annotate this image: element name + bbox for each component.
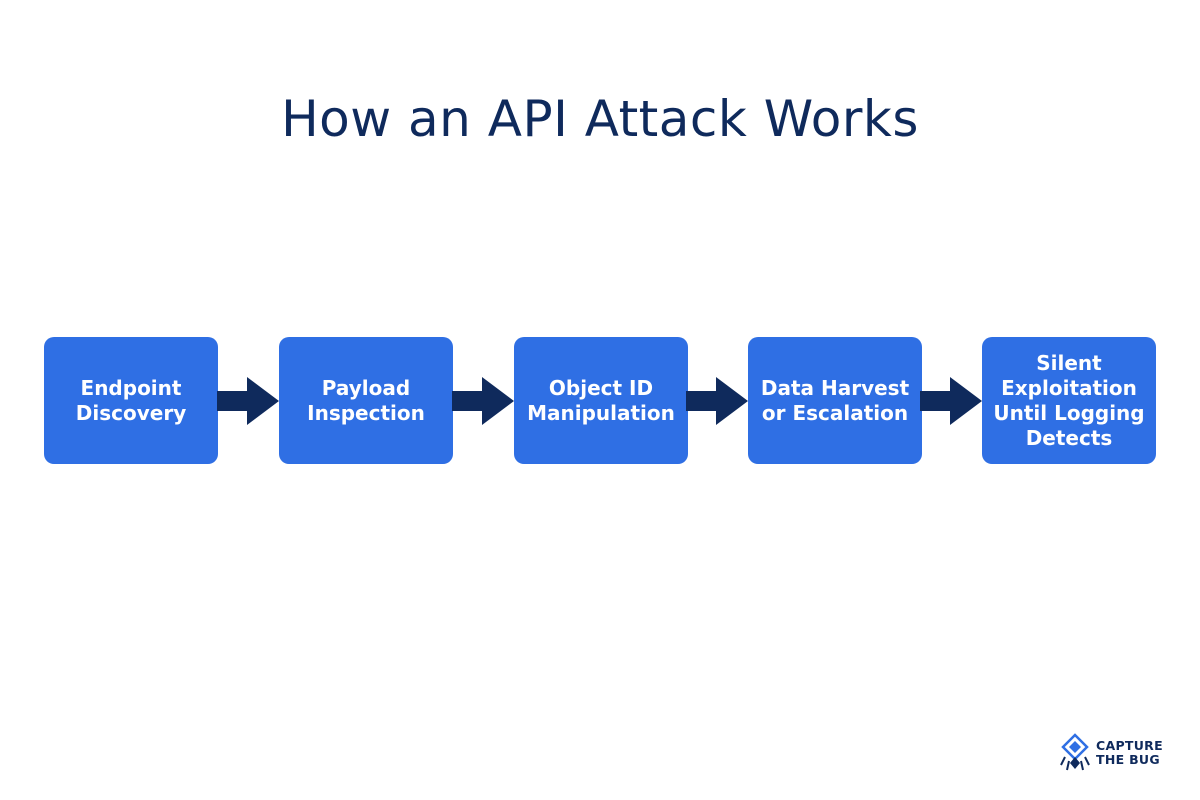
arrow-right-icon [452, 377, 514, 425]
arrow-right-icon [920, 377, 982, 425]
bug-logo-icon [1060, 733, 1090, 771]
attack-flow-diagram: Endpoint Discovery Payload Inspection Ob… [0, 337, 1200, 464]
step-silent-exploitation: Silent Exploitation Until Logging Detect… [982, 337, 1156, 464]
step-data-harvest-or-escalation: Data Harvest or Escalation [748, 337, 922, 464]
page-title: How an API Attack Works [281, 90, 919, 148]
step-label: Endpoint Discovery [75, 375, 187, 425]
capture-the-bug-logo: CAPTURE THE BUG [1060, 733, 1180, 773]
step-label: Data Harvest or Escalation [760, 375, 910, 425]
arrow-right-icon [686, 377, 748, 425]
step-label: Payload Inspection [307, 375, 425, 425]
step-payload-inspection: Payload Inspection [279, 337, 453, 464]
step-object-id-manipulation: Object ID Manipulation [514, 337, 688, 464]
logo-text: CAPTURE THE BUG [1096, 738, 1163, 767]
step-label: Silent Exploitation Until Logging Detect… [993, 350, 1145, 450]
arrow-right-icon [217, 377, 279, 425]
step-label: Object ID Manipulation [527, 375, 675, 425]
step-endpoint-discovery: Endpoint Discovery [44, 337, 218, 464]
